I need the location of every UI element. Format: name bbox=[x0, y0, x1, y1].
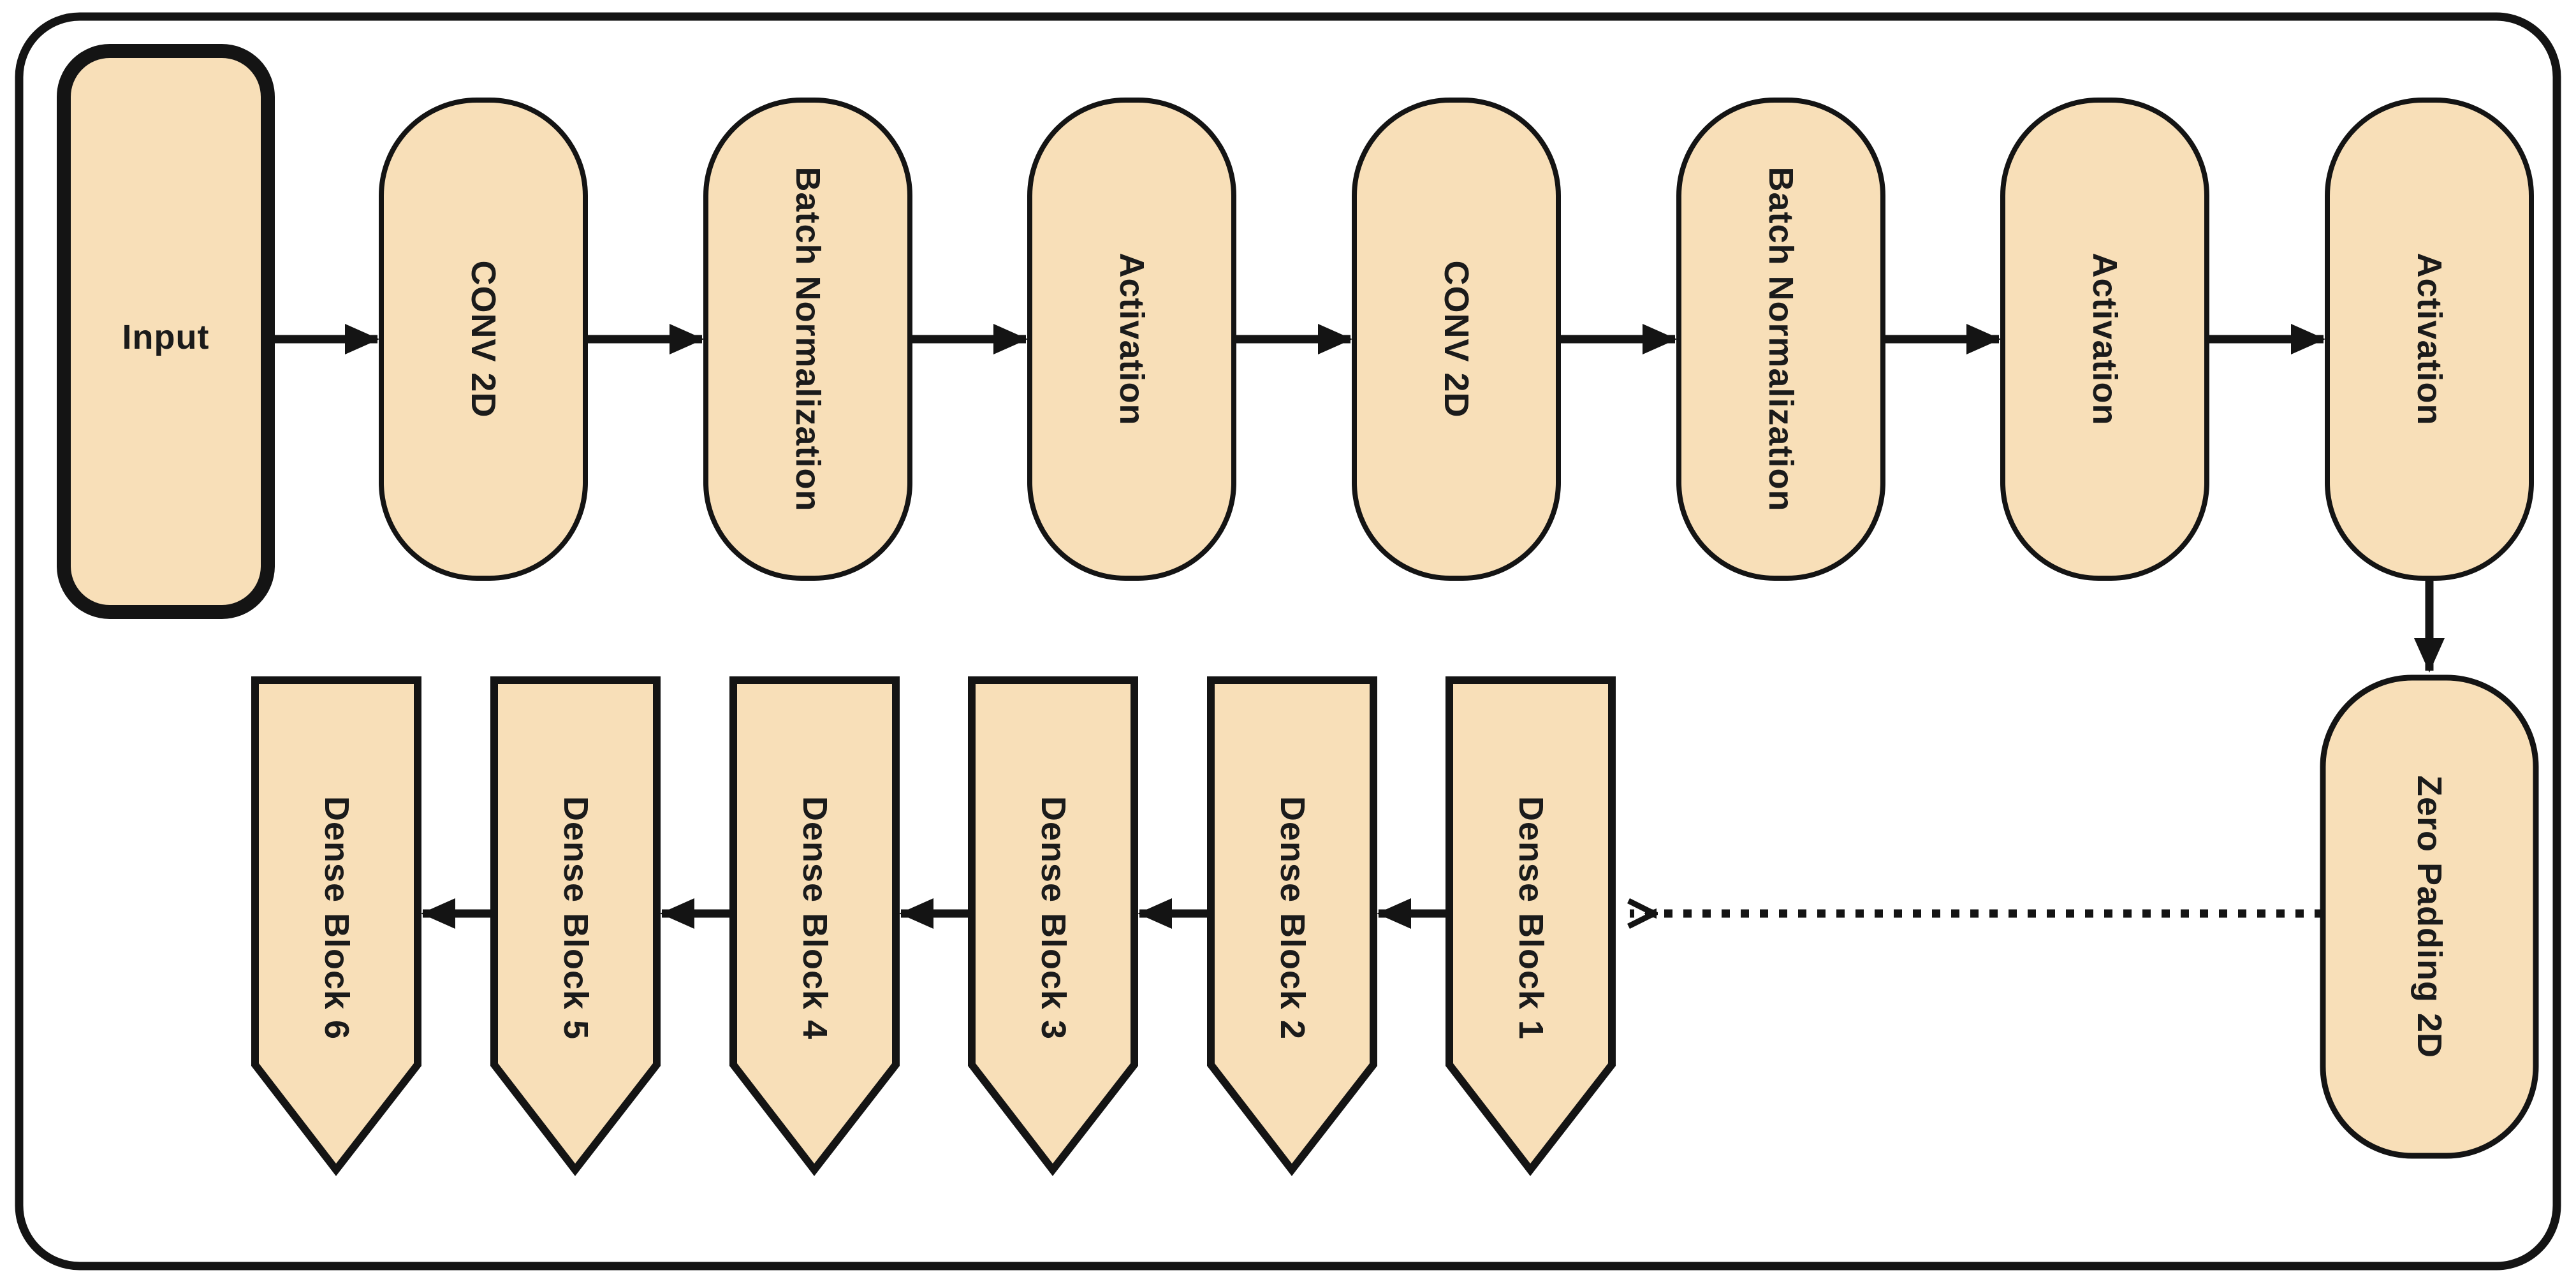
node-zero-padding-2d-label: Zero Padding 2D bbox=[2410, 775, 2448, 1058]
node-conv2d-2-shape bbox=[1352, 98, 1561, 581]
node-dense-block-4-label: Dense Block 4 bbox=[796, 796, 834, 1040]
input-node-label: Input bbox=[122, 318, 210, 356]
node-conv2d-1-shape bbox=[379, 98, 588, 581]
node-dense-block-1-label: Dense Block 1 bbox=[1512, 796, 1550, 1040]
node-dense-block-5: Dense Block 5 bbox=[490, 676, 661, 1176]
node-batch-norm-1: Batch Normalization bbox=[703, 98, 912, 581]
input-node: Input bbox=[57, 44, 275, 619]
node-activation-2-shape bbox=[2000, 98, 2209, 581]
node-dense-block-3-shape bbox=[968, 676, 1138, 1176]
node-conv2d-2-label: CONV 2D bbox=[1437, 260, 1475, 418]
node-batch-norm-1-label: Batch Normalization bbox=[789, 166, 827, 511]
node-batch-norm-2-label: Batch Normalization bbox=[1762, 166, 1800, 511]
node-dense-block-2: Dense Block 2 bbox=[1207, 676, 1377, 1176]
node-activation-3: Activation bbox=[2325, 98, 2534, 581]
node-dense-block-2-shape bbox=[1207, 676, 1377, 1176]
node-activation-3-shape bbox=[2325, 98, 2534, 581]
node-conv2d-1: CONV 2D bbox=[379, 98, 588, 581]
input-node-shape bbox=[57, 44, 275, 619]
node-batch-norm-2: Batch Normalization bbox=[1676, 98, 1885, 581]
diagram-outer-border bbox=[15, 12, 2561, 1271]
node-dense-block-3-label: Dense Block 3 bbox=[1034, 796, 1072, 1040]
node-activation-1-label: Activation bbox=[1113, 252, 1151, 425]
node-batch-norm-2-shape bbox=[1676, 98, 1885, 581]
node-dense-block-5-label: Dense Block 5 bbox=[557, 796, 595, 1040]
node-dense-block-1: Dense Block 1 bbox=[1445, 676, 1616, 1176]
node-dense-block-2-label: Dense Block 2 bbox=[1273, 796, 1312, 1040]
node-activation-2: Activation bbox=[2000, 98, 2209, 581]
node-dense-block-6-label: Dense Block 6 bbox=[318, 796, 356, 1040]
node-dense-block-1-shape bbox=[1445, 676, 1616, 1176]
node-dense-block-3: Dense Block 3 bbox=[968, 676, 1138, 1176]
node-dense-block-6-shape bbox=[251, 676, 421, 1176]
node-activation-1: Activation bbox=[1027, 98, 1236, 581]
node-activation-1-shape bbox=[1027, 98, 1236, 581]
node-activation-2-label: Activation bbox=[2086, 252, 2124, 425]
node-zero-padding-2d: Zero Padding 2D bbox=[2320, 674, 2539, 1159]
node-conv2d-1-label: CONV 2D bbox=[464, 260, 502, 418]
node-dense-block-6: Dense Block 6 bbox=[251, 676, 421, 1176]
node-dense-block-5-shape bbox=[490, 676, 661, 1176]
node-conv2d-2: CONV 2D bbox=[1352, 98, 1561, 581]
node-batch-norm-1-shape bbox=[703, 98, 912, 581]
node-activation-3-label: Activation bbox=[2410, 252, 2448, 425]
node-dense-block-4-shape bbox=[729, 676, 900, 1176]
node-dense-block-4: Dense Block 4 bbox=[729, 676, 900, 1176]
